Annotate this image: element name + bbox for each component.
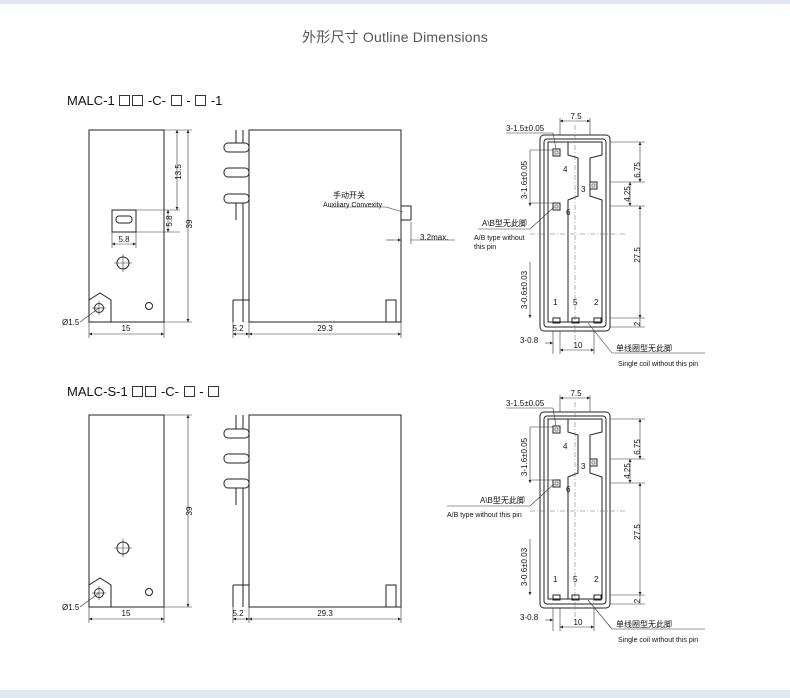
- aux-label-en: Auxiliary Convexity: [323, 202, 383, 209]
- pin-5: 5: [573, 575, 578, 584]
- model-prefix: MALC-1: [67, 93, 115, 108]
- dim-diameter: Ø1.5: [62, 603, 80, 612]
- dim-6-75: 6.75: [633, 439, 642, 455]
- placeholder-box: [208, 386, 220, 397]
- corner-notch: [88, 577, 112, 607]
- pin-outline-inner: [547, 141, 603, 323]
- dim-7-5: 7.5: [570, 389, 582, 398]
- dim-27-5: 27.5: [633, 247, 642, 263]
- coil-note-en: Single coil without this pin: [618, 637, 698, 644]
- dim-3-1-5: 3-1.5±0.05: [506, 399, 545, 408]
- pin-2: 2: [594, 575, 599, 584]
- dim-3-0-8: 3-0.8: [520, 613, 539, 622]
- relay-body-side: [248, 129, 402, 323]
- top-band: [0, 0, 790, 4]
- dim-5-8-vertical: 5.8: [165, 215, 174, 227]
- pin-6: 6: [566, 485, 571, 494]
- dim-4-25: 4.25: [623, 463, 632, 479]
- bottom-pin-view: 4 3 6 1 5 2 7.5 3-1.5±0.05 3-1.6±0.05 3-…: [447, 389, 705, 644]
- page-title: 外形尺寸 Outline Dimensions: [302, 29, 488, 45]
- side-pins: [223, 130, 250, 322]
- placeholder-box: [170, 95, 182, 106]
- dim-39: 39: [185, 219, 194, 228]
- ab-note-en: A/B type without this pin: [447, 512, 522, 519]
- dim-2: 2: [633, 321, 642, 326]
- bottom-side-view: 5.2 29.3: [223, 414, 402, 623]
- pin-hole: [145, 588, 153, 596]
- ab-note-en-1: A/B type without: [474, 235, 525, 242]
- dim-29-3: 29.3: [317, 609, 333, 618]
- placeholder-box: [145, 386, 157, 397]
- placeholder-box: [183, 386, 195, 397]
- top-pin-view: 4 3 6 1 5 2 7.5 3-1.5±0.05 3-1.6±0.05 3-…: [474, 112, 705, 368]
- pin-outline-inner: [547, 418, 603, 600]
- dim-5-2: 5.2: [232, 324, 244, 333]
- dim-4-25: 4.25: [623, 186, 632, 202]
- pin-4: 4: [563, 442, 568, 451]
- model-label-top: MALC-1 -C- - -1: [67, 93, 222, 108]
- ab-note-cn: A\B型无此脚: [480, 495, 525, 505]
- dim-3-0-6: 3-0.6±0.03: [520, 270, 529, 309]
- top-side-view: 手动开关 Auxiliary Convexity 3.2max. 5.2 29.…: [223, 129, 455, 338]
- dim-3-1-6: 3-1.6±0.05: [520, 437, 529, 476]
- dim-5-8-horizontal: 5.8: [118, 235, 130, 244]
- pin-6: 6: [566, 208, 571, 217]
- dim-3-1-5: 3-1.5±0.05: [506, 124, 545, 133]
- pin-3: 3: [581, 462, 586, 471]
- dim-5-2: 5.2: [232, 609, 244, 618]
- pin-1: 1: [553, 298, 558, 307]
- bottom-band: [0, 690, 790, 698]
- model-suffix: -1: [210, 93, 223, 108]
- pin-3: 3: [581, 185, 586, 194]
- dim-3-2-max: 3.2max.: [420, 233, 448, 242]
- relay-body-front: [88, 129, 165, 323]
- dim-15: 15: [122, 609, 131, 618]
- dim-13-5: 13.5: [174, 164, 183, 180]
- relay-body-side: [248, 414, 402, 608]
- ab-note-cn: A\B型无此脚: [482, 218, 527, 228]
- aux-label-cn: 手动开关: [333, 190, 365, 200]
- dim-39: 39: [185, 506, 194, 515]
- dim-27-5: 27.5: [633, 524, 642, 540]
- placeholder-box: [132, 386, 144, 397]
- pin-5: 5: [573, 298, 578, 307]
- model-label-bottom: MALC-S-1 -C- -: [67, 384, 220, 399]
- auxiliary-convexity: [400, 205, 412, 221]
- model-prefix: MALC-S-1: [67, 384, 128, 399]
- pin-hole: [145, 302, 153, 310]
- dim-6-75: 6.75: [633, 162, 642, 178]
- placeholder-box: [195, 95, 207, 106]
- corner-notch: [88, 292, 112, 322]
- switch-slot: [115, 215, 133, 224]
- placeholder-box: [132, 95, 144, 106]
- dim-diameter: Ø1.5: [62, 318, 80, 327]
- pin-1: 1: [553, 575, 558, 584]
- coil-note-cn: 单线圈型无此脚: [616, 343, 672, 353]
- pin-2: 2: [594, 298, 599, 307]
- dim-29-3: 29.3: [317, 324, 333, 333]
- coil-note-en: Single coil without this pin: [618, 361, 698, 368]
- ab-note-en-2: this pin: [474, 244, 496, 251]
- pin-4: 4: [563, 165, 568, 174]
- dim-10: 10: [574, 341, 583, 350]
- model-separator: -C-: [147, 93, 166, 108]
- coil-note-cn: 单线圈型无此脚: [616, 619, 672, 629]
- dim-3-0-6: 3-0.6±0.03: [520, 547, 529, 586]
- model-separator: -C-: [160, 384, 179, 399]
- dim-3-1-6: 3-1.6±0.05: [520, 160, 529, 199]
- dim-3-0-8: 3-0.8: [520, 336, 539, 345]
- dim-7-5: 7.5: [570, 112, 582, 121]
- placeholder-box: [119, 95, 131, 106]
- dim-10: 10: [574, 618, 583, 627]
- dim-15: 15: [122, 324, 131, 333]
- switch-window: [111, 209, 137, 233]
- relay-body-front: [88, 414, 165, 608]
- side-pins: [223, 415, 250, 607]
- top-front-view: 13.5 39 5.8 5.8 Ø1.5 15: [62, 129, 194, 338]
- bottom-front-view: 39 Ø1.5 15: [62, 414, 194, 623]
- model-separator: -: [186, 93, 191, 108]
- dim-2: 2: [633, 598, 642, 603]
- model-separator: -: [199, 384, 204, 399]
